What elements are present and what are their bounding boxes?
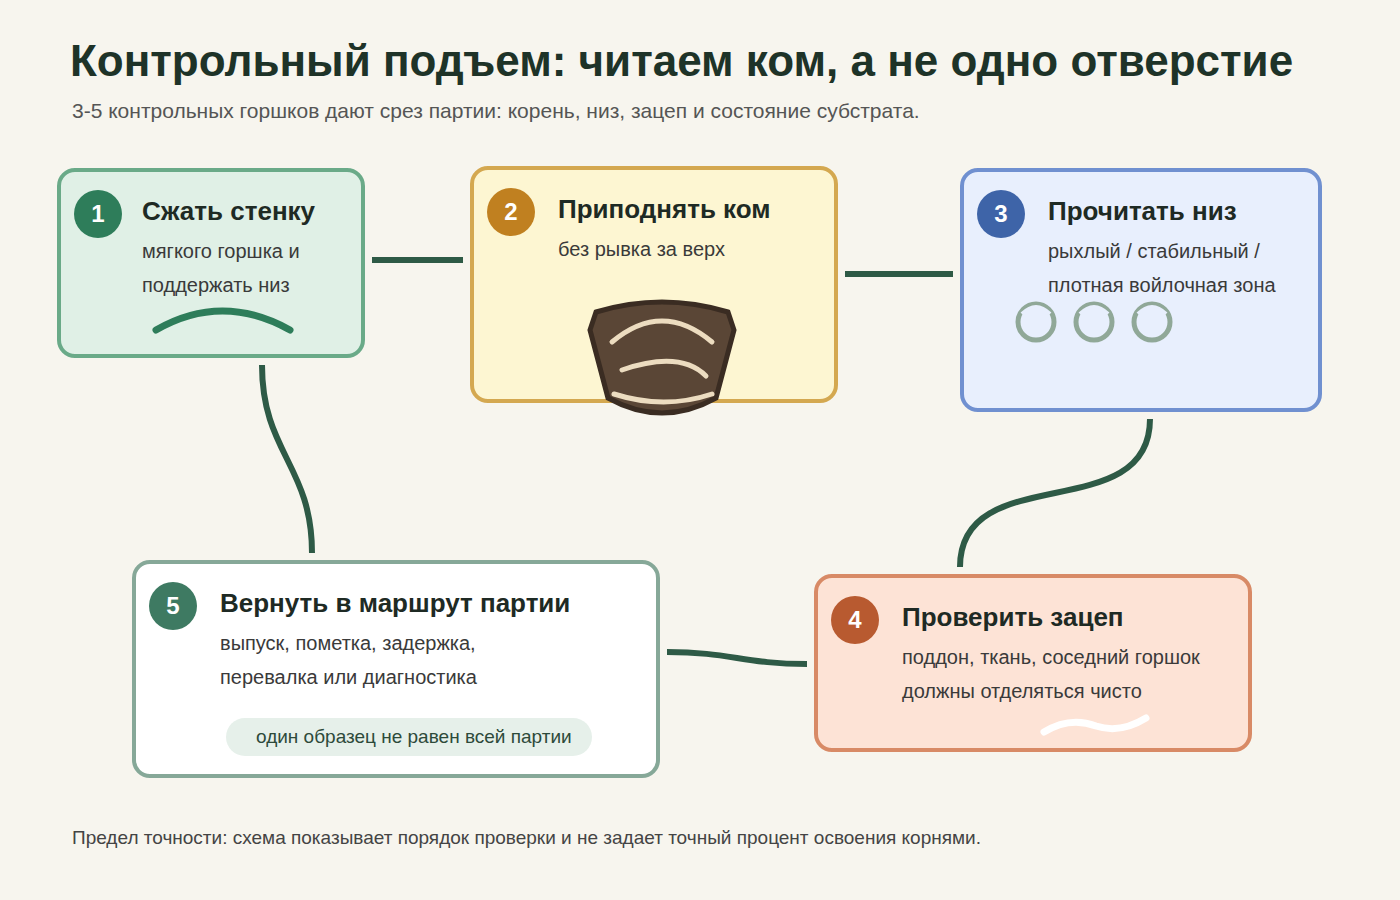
step-connector [960, 419, 1150, 567]
clean-release-squiggle [1044, 718, 1146, 732]
step-body: мягкого горшка и поддержать низ [142, 234, 317, 302]
root-ball [590, 302, 734, 413]
step-connector [372, 257, 463, 263]
accuracy-caption: Предел точности: схема показывает порядо… [72, 827, 981, 849]
step-heading: Проверить зацеп [902, 600, 1238, 634]
step-heading: Прочитать низ [1048, 194, 1308, 228]
callout-number: 5 [149, 582, 197, 630]
step-connector [262, 365, 312, 553]
note-text: один образец не равен всей партии [256, 718, 572, 756]
text-column: Проверить зацеп поддон, ткань, соседний г… [902, 578, 1238, 708]
step-heading: Вернуть в маршрут партии [220, 586, 646, 620]
step-box: 3 Прочитать низ рыхлый / стабильный / плот… [960, 168, 1322, 412]
step-heading: Сжать стенку [142, 194, 351, 228]
text-column: Сжать стенку мягкого горшка и поддержать … [142, 172, 351, 302]
step-box: 5 Вернуть в маршрут партии выпуск, пометка… [132, 560, 660, 778]
note-pill: один образец не равен всей партии [226, 718, 592, 756]
step-body: без рывка за верх [558, 232, 818, 266]
callout-number: 2 [487, 188, 535, 236]
text-column: Прочитать низ рыхлый / стабильный / плотн… [1048, 172, 1308, 302]
callout-number: 4 [831, 596, 879, 644]
subtitle-note: 3-5 контрольных горшков дают срез партии… [72, 99, 920, 123]
callout-number: 1 [74, 190, 122, 238]
text-column: Приподнять ком без рывка за верх [558, 170, 824, 266]
step-body: выпуск, пометка, задержка, перевалка или… [220, 626, 520, 694]
squeeze-arc [156, 311, 290, 330]
step-connector [667, 652, 807, 664]
text-column: Вернуть в маршрут партии выпуск, пометка,… [220, 564, 646, 694]
step-body: поддон, ткань, соседний горшок должны от… [902, 640, 1238, 708]
step-heading: Приподнять ком [558, 192, 824, 226]
step-body: рыхлый / стабильный / плотная войлочная … [1048, 234, 1308, 302]
bottom-zones [1018, 304, 1170, 340]
callout-number: 3 [977, 190, 1025, 238]
step-box: 4 Проверить зацеп поддон, ткань, соседний … [814, 574, 1252, 752]
step-box: 2 Приподнять ком без рывка за верх [470, 166, 838, 403]
page-title: Контрольный подъем: читаем ком, а не одн… [70, 36, 1293, 86]
step-connector [845, 271, 953, 277]
step-box: 1 Сжать стенку мягкого горшка и поддержать… [57, 168, 365, 358]
